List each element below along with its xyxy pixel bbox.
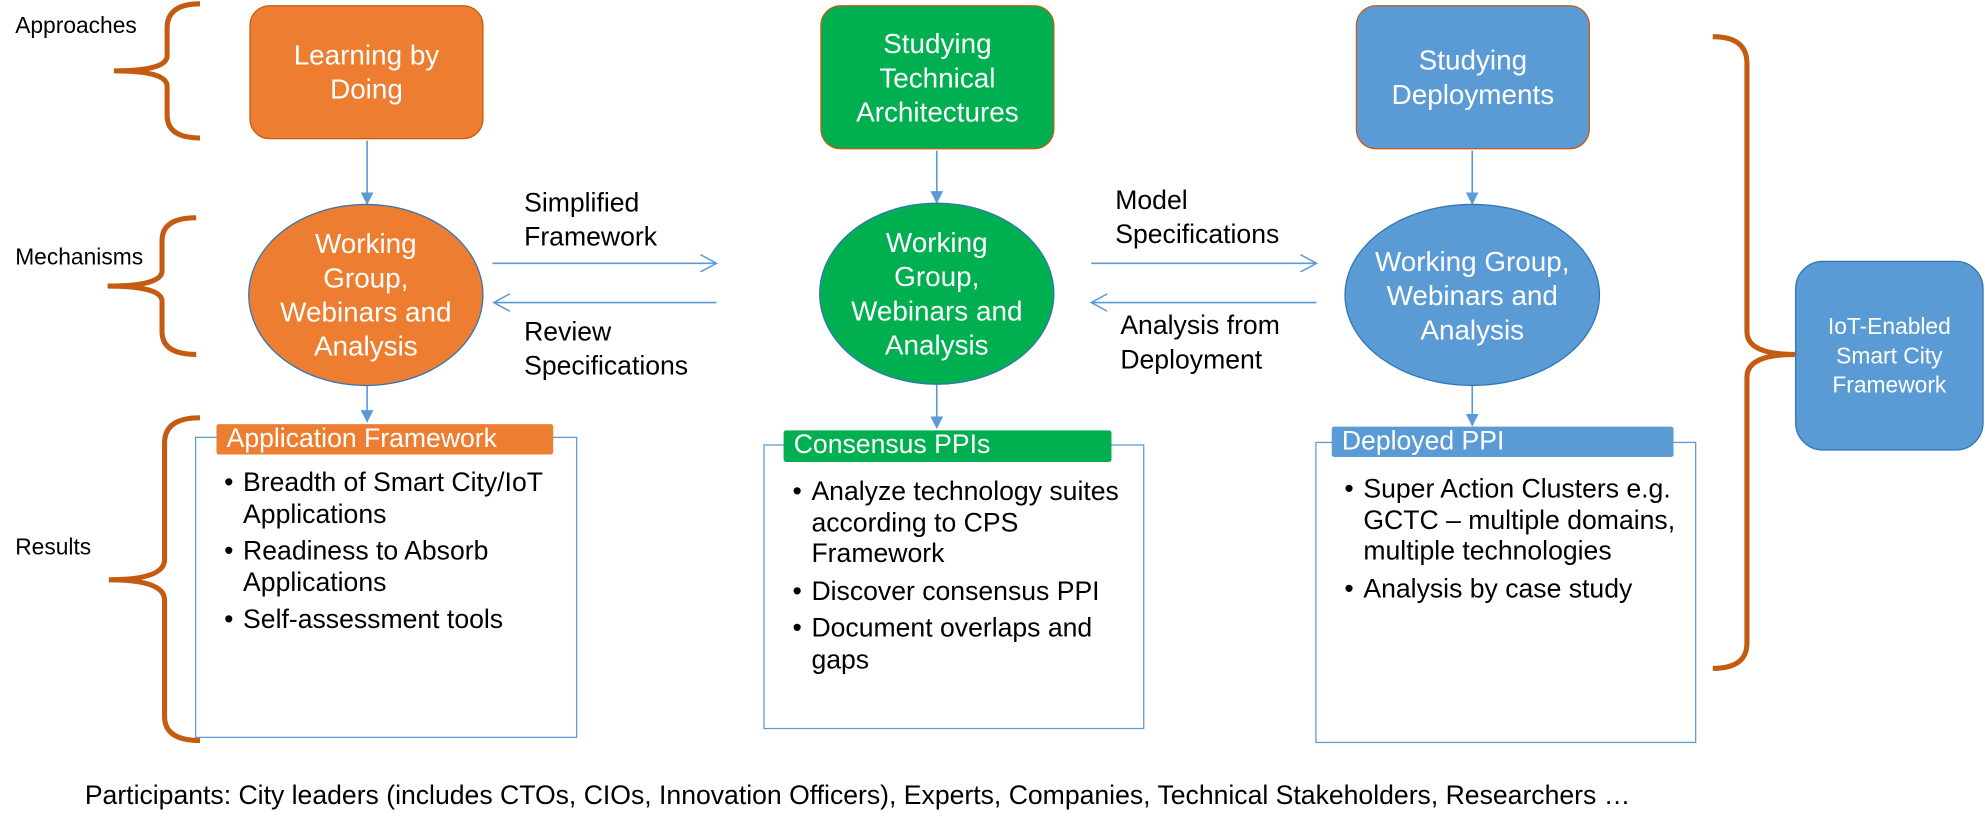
mechanism-middle-label: Working Group, Webinars and Analysis: [851, 226, 1023, 361]
approach-deployments-label: Studying Deployments: [1391, 44, 1555, 111]
list-item: Self-assessment tools: [224, 605, 559, 636]
mechanism-right-label: Working Group, Webinars and Analysis: [1374, 244, 1570, 345]
flow-label-simplified-framework: Simplified Framework: [524, 188, 658, 252]
mechanism-middle: Working Group, Webinars and Analysis: [819, 202, 1055, 385]
result-list-application: Breadth of Smart City/IoT Applications R…: [224, 468, 559, 642]
result-title-consensus: Consensus PPIs: [783, 430, 1112, 463]
approach-learning-label: Learning by Doing: [293, 39, 440, 106]
list-item: Analysis by case study: [1344, 574, 1679, 605]
mechanism-right: Working Group, Webinars and Analysis: [1344, 203, 1601, 387]
result-list-consensus: Analyze technology suites according to C…: [792, 477, 1127, 682]
flow-label-review-specifications: Review Specifications: [524, 317, 689, 382]
list-item: Readiness to Absorb Applications: [224, 537, 559, 599]
list-item: Discover consensus PPI: [792, 577, 1127, 608]
row-label-results: Results: [15, 534, 92, 560]
mechanism-left: Working Group, Webinars and Analysis: [248, 203, 484, 387]
iot-smart-city-framework: IoT-Enabled Smart City Framework: [1795, 260, 1984, 451]
list-item: Document overlaps and gaps: [792, 614, 1127, 676]
result-title-deployed: Deployed PPI: [1331, 426, 1674, 457]
row-label-mechanisms: Mechanisms: [15, 244, 144, 270]
approach-technical-architectures: Studying Technical Architectures: [820, 5, 1055, 150]
list-item: Super Action Clusters e.g. GCTC – multip…: [1344, 475, 1679, 568]
iot-framework-label: IoT-Enabled Smart City Framework: [1827, 313, 1951, 397]
flow-label-analysis-from-deployment: Analysis from Deployment: [1120, 311, 1280, 375]
list-item: Breadth of Smart City/IoT Applications: [224, 468, 559, 530]
approaches-bracket: [113, 1, 201, 141]
framework-bracket: [1712, 34, 1796, 671]
row-label-approaches: Approaches: [15, 12, 137, 38]
mechanisms-bracket: [107, 215, 197, 357]
flow-label-model-specifications: Model Specifications: [1115, 186, 1280, 250]
mechanism-left-label: Working Group, Webinars and Analysis: [280, 227, 452, 363]
approach-architectures-label: Studying Technical Architectures: [856, 27, 1019, 128]
approach-studying-deployments: Studying Deployments: [1355, 5, 1590, 150]
result-title-application: Application Framework: [216, 424, 554, 455]
participants-caption: Participants: City leaders (includes CTO…: [84, 781, 1631, 811]
result-list-deployed: Super Action Clusters e.g. GCTC – multip…: [1344, 475, 1679, 612]
list-item: Analyze technology suites according to C…: [792, 477, 1127, 570]
approach-learning-by-doing: Learning by Doing: [249, 5, 484, 140]
results-bracket: [108, 415, 201, 744]
